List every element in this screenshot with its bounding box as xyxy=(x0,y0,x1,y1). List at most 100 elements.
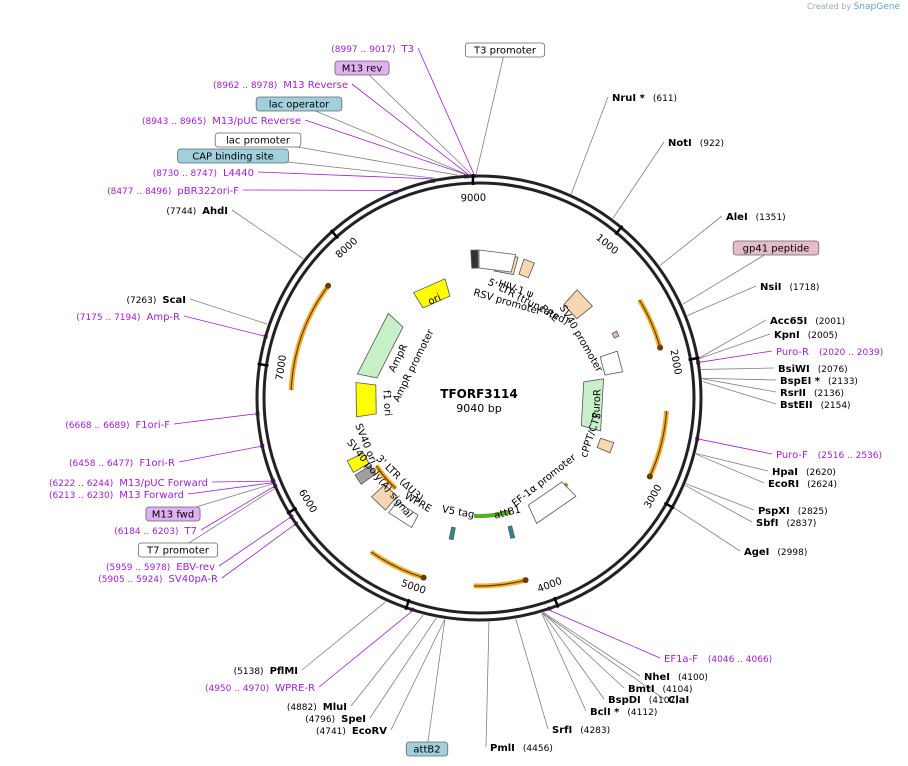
ruler-tick xyxy=(614,225,624,236)
ruler-tick-label: 7000 xyxy=(274,354,289,381)
enzyme-scai: (7263)ScaI xyxy=(126,295,186,306)
primer-sv40pa-r: (5905 .. 5924)SV40pA-R xyxy=(98,574,218,585)
feature-box-label: gp41 peptide xyxy=(743,244,810,255)
callout-line xyxy=(702,377,777,381)
feature-box-m13-rev xyxy=(334,60,390,76)
primer-m13-forward: (6213 .. 6230)M13 Forward xyxy=(49,490,184,501)
callout-line xyxy=(702,381,777,405)
enzyme-ahdi: (7744)AhdI xyxy=(166,206,228,217)
feature-rre xyxy=(563,289,594,320)
callout-line xyxy=(417,47,475,175)
feature-ampr xyxy=(356,312,404,379)
feature-rsv-promoter xyxy=(478,249,517,273)
feature-wpre xyxy=(388,501,419,529)
primer-pbr322ori-f: (8477 .. 8496)pBR322ori-F xyxy=(107,186,239,197)
callout-line xyxy=(685,483,755,511)
enzyme-nrui: NruI *(611) xyxy=(612,93,677,104)
ruler-tick xyxy=(257,362,269,367)
ruler-tick-label: 2000 xyxy=(668,349,683,376)
callout-line xyxy=(426,619,446,750)
enzyme-pflmi: (5138)PflMI xyxy=(234,666,298,677)
callout-line xyxy=(218,517,290,567)
inner-label-v5-tag: V5 tag xyxy=(441,504,475,521)
feature-attb1 xyxy=(507,525,516,539)
feature-box-t3-promoter xyxy=(464,42,546,58)
enzyme-bspdi: BspDI(4107) xyxy=(608,695,679,706)
inner-label-attb1: attB1 xyxy=(493,504,522,521)
feature-box-m13-fwd xyxy=(145,506,201,522)
ruler-tick-label: 4000 xyxy=(536,576,564,595)
enzyme-nhei: NheI(4100) xyxy=(644,672,708,683)
callout-line xyxy=(673,507,741,552)
callout-line xyxy=(701,367,775,370)
enzyme-nsii: NsiI(1718) xyxy=(760,282,819,293)
enzyme-agei: AgeI(2998) xyxy=(744,547,807,558)
callout-line xyxy=(541,612,587,712)
callout-line xyxy=(173,413,256,425)
orf-arc xyxy=(647,410,670,478)
green-arc xyxy=(473,509,512,518)
ruler-tick xyxy=(286,506,298,515)
ruler-tick xyxy=(329,229,340,240)
feature-box-label: attB2 xyxy=(413,745,440,756)
callout-line xyxy=(612,141,665,219)
callout-line xyxy=(685,485,753,523)
feature-box-label: T3 promoter xyxy=(473,46,537,57)
callout-line xyxy=(183,315,264,337)
enzyme-alei: AleI(1351) xyxy=(726,212,786,223)
callout-line xyxy=(298,103,467,175)
enzyme-acc65i: Acc65I(2001) xyxy=(770,316,845,327)
enzyme-bsiwi: BsiWI(2076) xyxy=(778,364,848,375)
orf-arc-core xyxy=(375,465,397,489)
orf-arrow-tip xyxy=(522,577,529,584)
primer-m13-puc-forward: (6222 .. 6244)M13/pUC Forward xyxy=(49,478,208,489)
ruler-tick-label: 5000 xyxy=(400,578,428,597)
ruler-tick-label: 6000 xyxy=(296,488,319,515)
callout-line xyxy=(361,67,472,175)
primer-f1ori-r: (6458 .. 6477)F1ori-R xyxy=(69,458,175,469)
feature-sv40-promoter xyxy=(599,350,624,376)
orf-arrow-tip xyxy=(420,574,427,581)
feature-ori xyxy=(412,278,451,309)
callout-line xyxy=(178,445,261,463)
inner-label-ori: ori xyxy=(427,292,443,307)
callout-line xyxy=(318,611,412,688)
feature-cppt xyxy=(596,437,615,454)
callout-line xyxy=(257,171,433,180)
feature-box-label: lac promoter xyxy=(226,136,291,147)
primer-l4440: (8730 .. 8747)L4440 xyxy=(153,168,254,179)
inner-label-f1-ori: f1 ori xyxy=(380,390,392,417)
primer-ef1a-f: EF1a-F(4046 .. 4066) xyxy=(664,654,772,665)
enzyme-spei: (4796)SpeI xyxy=(305,714,366,725)
enzyme-clai: ClaI xyxy=(668,695,689,706)
callout-line xyxy=(211,480,272,483)
ruler-tick xyxy=(663,501,675,510)
primer-amp-r: (7175 .. 7194)Amp-R xyxy=(76,312,180,323)
enzyme-pmli: PmlI(4456) xyxy=(490,743,553,754)
primer-puro-r: Puro-R(2020 .. 2039) xyxy=(776,347,883,358)
callout-line xyxy=(515,618,549,730)
callout-line xyxy=(542,612,605,700)
orf-arc xyxy=(369,549,425,581)
feature-v5 xyxy=(448,526,456,541)
callout-line xyxy=(187,482,272,495)
callout-line xyxy=(695,453,769,472)
inner-label-puror: PuroR xyxy=(591,389,603,419)
callout-line xyxy=(200,486,274,531)
orf-arc-core xyxy=(290,285,329,391)
orf-arrow-tip xyxy=(325,282,332,289)
feature-box-t7-promoter xyxy=(137,542,219,558)
enzyme-kpni: KpnI(2005) xyxy=(774,330,838,341)
credit: Created by SnapGene xyxy=(807,2,900,12)
backbone-outer xyxy=(255,174,703,622)
callout-line xyxy=(475,49,506,175)
feature-box-label: M13 rev xyxy=(342,64,383,75)
callout-line xyxy=(177,488,275,551)
feature-puror xyxy=(580,378,604,432)
orf-arc-core xyxy=(370,551,424,579)
feature-sv40-pa xyxy=(354,465,377,485)
enzyme-noti: NotI(922) xyxy=(668,138,724,149)
ruler-tick xyxy=(553,596,560,608)
callout-line xyxy=(369,617,437,719)
